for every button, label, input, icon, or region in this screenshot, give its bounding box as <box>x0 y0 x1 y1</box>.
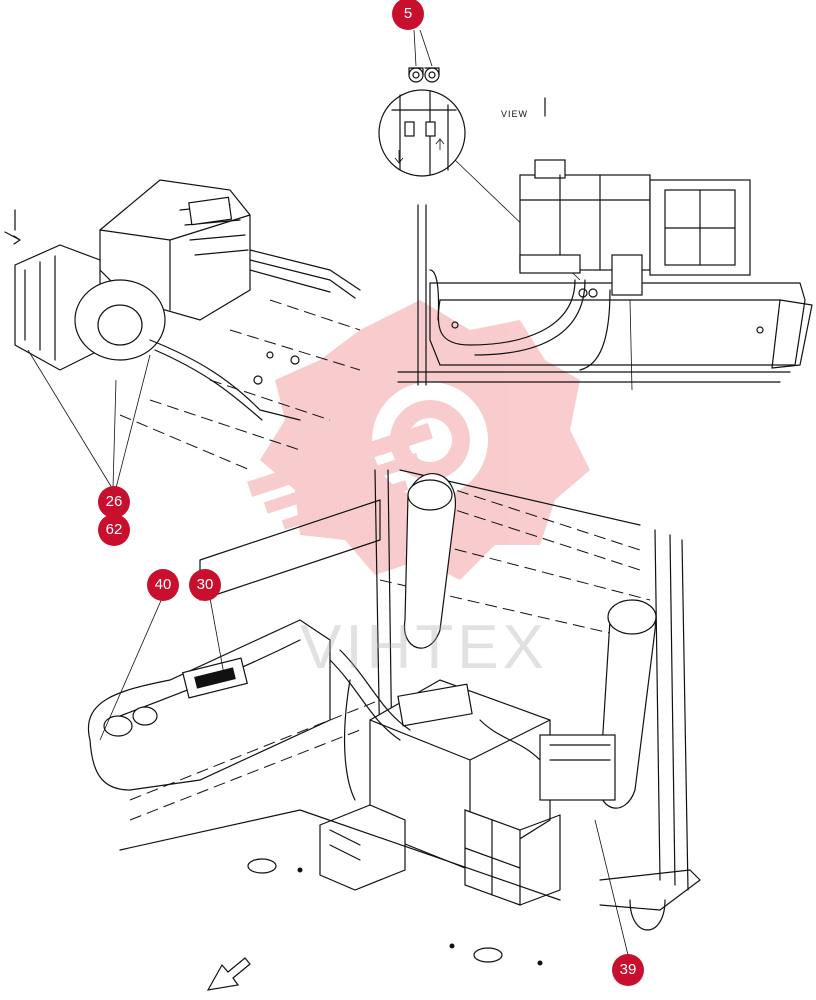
callout-26[interactable]: 26 <box>98 486 130 518</box>
callout-40[interactable]: 40 <box>147 569 179 601</box>
view-label: VIEW <box>501 109 529 119</box>
callout-62[interactable]: 62 <box>98 514 130 546</box>
side-view <box>397 159 813 391</box>
cab-iso <box>87 469 701 991</box>
callout-30[interactable]: 30 <box>189 569 221 601</box>
fittings-detail <box>378 29 581 281</box>
hvac-unit-iso <box>4 179 361 489</box>
callout-5[interactable]: 5 <box>392 0 424 30</box>
callout-39[interactable]: 39 <box>612 954 644 986</box>
watermark-logo <box>247 300 590 580</box>
